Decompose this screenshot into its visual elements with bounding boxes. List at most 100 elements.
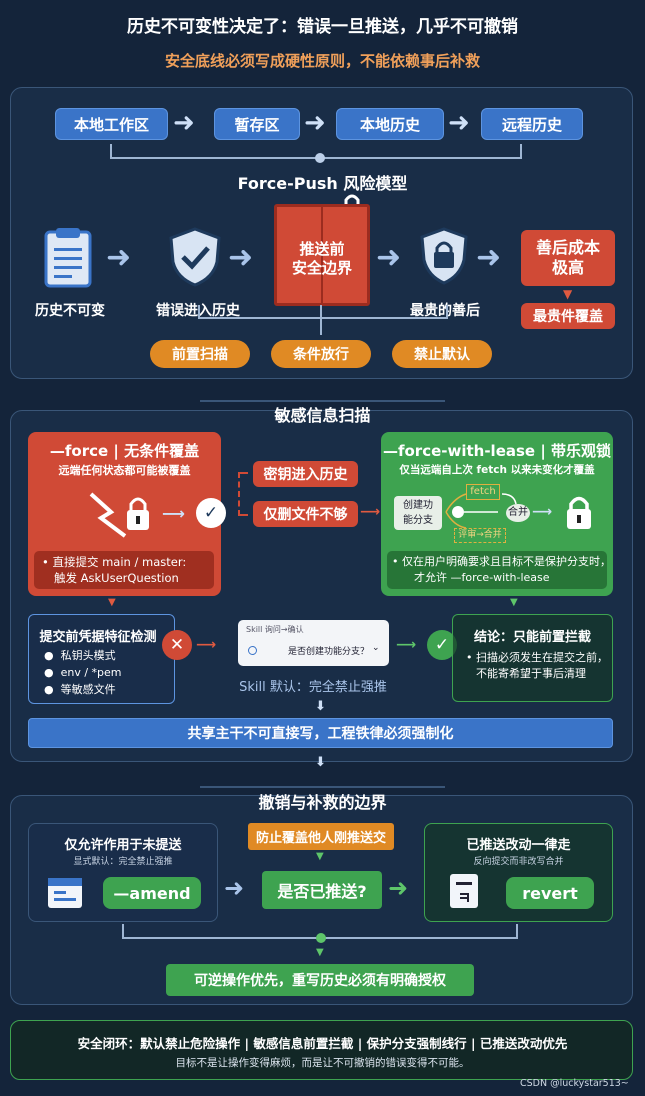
credit-text: CSDN @luckystar513~ <box>520 1078 629 1089</box>
arrow-right-icon: ⟶ <box>162 504 185 523</box>
cost-line-2: 极高 <box>551 258 584 277</box>
revert-button[interactable]: revert <box>506 877 594 909</box>
arrow-down-icon: ⬇ <box>315 755 326 770</box>
block-x-icon: ✕ <box>162 630 192 660</box>
force-note-line2: 触发 AskUserQuestion <box>54 571 179 585</box>
bracket-left <box>110 144 112 158</box>
chevron-down-icon[interactable]: ⌄ <box>372 643 380 653</box>
flow-step-stage: 暂存区 <box>214 108 300 140</box>
scan-title: 敏感信息扫描 <box>274 406 371 425</box>
arrow-down-icon: ▼ <box>563 287 573 301</box>
conclusion-line2: 不能寄希望于事后清理 <box>476 667 586 680</box>
arrow-right-icon: ➜ <box>388 874 409 902</box>
arrow-down-icon: ⬇ <box>315 699 326 714</box>
tag-bracket-left <box>198 305 200 317</box>
undo-right-sub: 反向提交而非改写合并 <box>473 857 564 867</box>
conclusion-card <box>452 614 613 702</box>
shield-check-icon <box>167 226 223 288</box>
arrow-right-icon: ➜ <box>448 108 470 138</box>
safety-boundary-door <box>274 204 370 306</box>
revert-doc-icon <box>446 872 486 912</box>
arrow-right-icon: ➜ <box>228 240 254 275</box>
tag-conditional: 条件放行 <box>271 340 371 368</box>
page-title: 历史不可变性决定了：错误一旦推送，几乎不可撤销 <box>127 17 518 37</box>
amend-button[interactable]: —amend <box>103 877 201 909</box>
boundary-line-2: 安全边界 <box>291 259 352 277</box>
arrow-down-icon: ▼ <box>316 947 324 958</box>
arrow-right-icon: ➜ <box>476 240 502 275</box>
force-card-sub: 远端任何状态都可能被覆盖 <box>58 464 191 477</box>
force-card-title: —force | 无条件覆盖 <box>49 442 200 460</box>
section-connector <box>200 786 445 788</box>
radio-icon[interactable] <box>248 646 257 655</box>
tag-bracket-right <box>446 305 448 317</box>
arrow-right-icon: ➜ <box>173 108 195 138</box>
conclusion-line1: • 扫描必须发生在提交之前， <box>466 651 608 664</box>
cost-line: 善后成本 <box>535 238 600 257</box>
skill-dialog <box>238 620 389 666</box>
conclusion-body: • 扫描必须发生在提交之前， 不能寄希望于事后清理 <box>466 650 608 682</box>
secret-into-history: 密钥进入历史 <box>253 461 358 487</box>
skill-caption: Skill 默认：完全禁止强推 <box>239 680 387 695</box>
expensive-cleanup-label: 最贵的善后 <box>410 303 480 319</box>
footer-sub: 目标不是让操作变得麻烦，而是让不可撤销的错误变得不可能。 <box>175 1057 470 1069</box>
detect-item-3-text: 等敏感文件 <box>60 683 116 696</box>
skill-dialog-question[interactable]: 是否创建功能分支？ <box>288 647 370 657</box>
arrow-right-icon: ➜ <box>376 240 402 275</box>
force-note-line1: • 直接提交 main / master: <box>42 555 187 569</box>
tag-bracket-mid <box>320 305 322 335</box>
lease-note-box <box>387 551 607 589</box>
undo-bottom-banner: 可逆操作优先，重写历史必须有明确授权 <box>166 964 474 996</box>
history-immutable-label: 历史不可变 <box>35 303 105 319</box>
broken-lightning-icon <box>85 484 155 540</box>
lease-card-title: —force-with-lease | 带乐观锁 <box>382 442 612 460</box>
arrow-down-icon: ▼ <box>316 851 324 862</box>
boundary-line-1: 推送前 <box>299 240 345 258</box>
arrow-right-icon: ➜ <box>106 240 132 275</box>
lease-card-sub: 仅当远端自上次 fetch 以来未变化才覆盖 <box>399 464 595 476</box>
footer-box <box>10 1020 633 1080</box>
branch-lines <box>442 488 542 532</box>
undo-bracket-left <box>122 924 124 938</box>
arrow-right-icon: ⟶ <box>396 637 417 653</box>
arrow-right-icon: ➜ <box>224 874 245 902</box>
arrow-right-icon: ➜ <box>304 108 326 138</box>
arrow-right-icon: ⟶ <box>532 504 553 520</box>
tag-prescan: 前置扫描 <box>150 340 250 368</box>
create-branch-box: 创建功 能分支 <box>394 496 442 530</box>
shield-lock-icon <box>418 226 470 286</box>
detect-item-2-text: env / *pem <box>60 666 122 679</box>
bracket-dot <box>315 153 325 163</box>
flow-step-local-history: 本地历史 <box>336 108 444 140</box>
safety-boundary-label: 推送前 安全边界 <box>274 240 370 278</box>
force-note-box <box>34 551 214 589</box>
lease-note-line1: • 仅在用户明确要求且目标不是保护分支时， <box>392 555 611 568</box>
flow-step-workdir: 本地工作区 <box>55 108 168 140</box>
tag-bracket <box>198 317 448 319</box>
undo-right-title: 已推送改动一律走 <box>466 838 571 853</box>
cost-sub-box: 最贵件覆盖 <box>521 303 615 329</box>
undo-left-title: 仅允许作用于未提送 <box>64 838 182 853</box>
document-icon <box>40 226 100 290</box>
bracket-right <box>520 144 522 158</box>
terminal-icon <box>46 875 84 911</box>
lock-icon <box>564 494 594 532</box>
undo-bracket-dot <box>316 933 326 943</box>
lease-note-line2: 才允许 —force-with-lease <box>414 571 550 584</box>
fetch-box: fetch <box>466 484 500 500</box>
arrow-right-icon: ⟶ <box>196 637 217 653</box>
undo-title: 撤销与补救的边界 <box>258 793 387 812</box>
create-branch-line-2: 能分支 <box>403 515 433 526</box>
force-model-title: Force-Push 风险模型 <box>237 174 408 193</box>
scan-banner: 共享主干不可直接写，工程铁律必须强制化 <box>28 718 613 748</box>
review-merge-box: 评审→合并 <box>454 528 506 543</box>
undo-left-sub: 显式默认：完全禁止强推 <box>73 857 173 867</box>
prevent-overwrite-box: 防止覆盖他人刚推送交 <box>248 823 394 850</box>
detect-item-2: ● env / *pem <box>44 666 122 679</box>
detect-item-1-text: 私钥头模式 <box>60 649 116 662</box>
tag-no-default: 禁止默认 <box>392 340 492 368</box>
section-connector <box>200 400 445 402</box>
arrow-right-icon: ⟶ <box>360 504 381 520</box>
conclusion-title: 结论：只能前置拦截 <box>473 630 591 645</box>
footer-title: 安全闭环：默认禁止危险操作 | 敏感信息前置拦截 | 保护分支强制线行 | 已推… <box>77 1036 568 1051</box>
